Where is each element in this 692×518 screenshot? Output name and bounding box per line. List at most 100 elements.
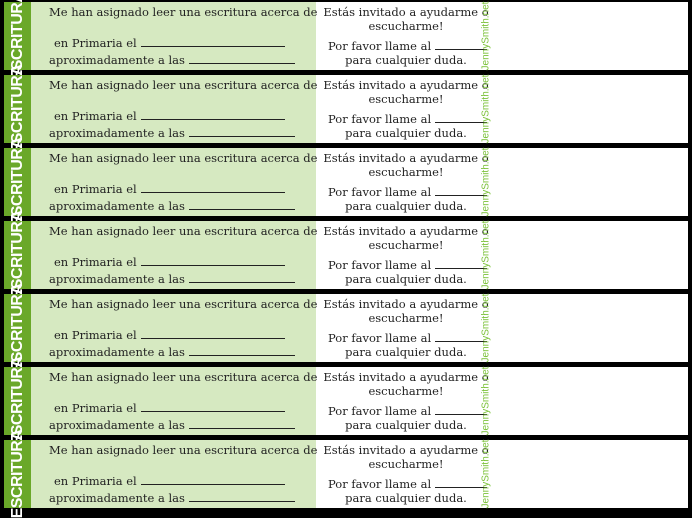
time-label: aproximadamente a las xyxy=(49,345,185,359)
time-label: aproximadamente a las xyxy=(49,199,185,213)
time-line: aproximadamente a las xyxy=(49,52,295,67)
time-blank xyxy=(188,344,295,356)
time-label: aproximadamente a las xyxy=(49,126,185,140)
date-label: en Primaria el xyxy=(54,474,137,488)
time-line: aproximadamente a las xyxy=(49,271,295,286)
invitation-line: Estás invitado a ayudarme o xyxy=(323,297,489,311)
assignment-panel: Me han asignado leer una escritura acerc… xyxy=(31,440,317,508)
time-line: aproximadamente a las xyxy=(49,344,295,359)
date-label: en Primaria el xyxy=(54,401,137,415)
date-blank xyxy=(140,108,285,120)
assignment-line: Me han asignado leer una escritura acerc… xyxy=(49,370,318,384)
bookmark-strip: ESCRITURA Me han asignado leer una escrit… xyxy=(4,138,688,226)
questions-line: para cualquier duda. xyxy=(345,491,467,505)
site-watermark: JennySmith.net xyxy=(480,439,492,509)
date-line: en Primaria el xyxy=(54,35,285,50)
date-blank xyxy=(140,35,285,47)
date-blank xyxy=(140,473,285,485)
time-label: aproximadamente a las xyxy=(49,272,185,286)
invitation-line: Estás invitado a ayudarme o xyxy=(323,5,489,19)
time-label: aproximadamente a las xyxy=(49,491,185,505)
site-watermark: JennySmith.net xyxy=(480,74,492,144)
site-watermark: JennySmith.net xyxy=(480,1,492,71)
phone-blank xyxy=(435,184,488,196)
phone-label: Por favor llame al xyxy=(328,112,432,126)
date-blank xyxy=(140,327,285,339)
bookmark-strip: ESCRITURA Me han asignado leer una escrit… xyxy=(4,211,688,299)
phone-line: Por favor llame al xyxy=(316,476,508,491)
questions-line: para cualquier duda. xyxy=(345,418,467,432)
assignment-panel: Me han asignado leer una escritura acerc… xyxy=(31,148,318,216)
invitation-line-2: escucharme! xyxy=(368,165,444,179)
tab-label: ESCRITURA xyxy=(4,211,31,299)
assignment-line: Me han asignado leer una escritura acerc… xyxy=(49,224,318,238)
time-blank xyxy=(188,198,295,210)
phone-blank xyxy=(435,38,488,50)
site-watermark: JennySmith.net xyxy=(480,220,492,290)
date-label: en Primaria el xyxy=(54,36,137,50)
site-watermark: JennySmith.net xyxy=(480,147,492,217)
time-label: aproximadamente a las xyxy=(49,53,185,67)
date-label: en Primaria el xyxy=(54,328,137,342)
assignment-line: Me han asignado leer una escritura acerc… xyxy=(49,78,318,92)
questions-line: para cualquier duda. xyxy=(345,345,467,359)
time-line: aproximadamente a las xyxy=(49,417,295,432)
date-line: en Primaria el xyxy=(54,473,285,488)
date-line: en Primaria el xyxy=(54,327,285,342)
time-blank xyxy=(188,490,295,502)
invitation-line-2: escucharme! xyxy=(368,19,444,33)
date-label: en Primaria el xyxy=(54,255,137,269)
date-line: en Primaria el xyxy=(54,400,285,415)
bookmark-strip: ESCRITURA Me han asignado leer una escrit… xyxy=(4,65,688,153)
phone-label: Por favor llame al xyxy=(328,39,432,53)
tab-text: ESCRITURA xyxy=(8,429,26,518)
invitation-line: Estás invitado a ayudarme o xyxy=(323,224,489,238)
questions-line: para cualquier duda. xyxy=(345,126,467,140)
time-label: aproximadamente a las xyxy=(49,418,185,432)
invitation-line-2: escucharme! xyxy=(368,92,444,106)
time-blank xyxy=(188,52,295,64)
site-watermark: JennySmith.net xyxy=(480,366,492,436)
tab-label: ESCRITURA xyxy=(4,0,31,80)
invitation-line: Estás invitado a ayudarme o xyxy=(323,151,489,165)
invitation-line-2: escucharme! xyxy=(368,457,444,471)
questions-line: para cualquier duda. xyxy=(345,199,467,213)
time-blank xyxy=(188,125,295,137)
phone-line: Por favor llame al xyxy=(316,184,508,199)
date-blank xyxy=(140,254,285,266)
tab-label: ESCRITURA xyxy=(4,65,31,153)
tab-label: ESCRITURA xyxy=(4,138,31,226)
time-line: aproximadamente a las xyxy=(49,198,295,213)
phone-blank xyxy=(435,476,488,488)
questions-line: para cualquier duda. xyxy=(345,53,467,67)
invitation-line: Estás invitado a ayudarme o xyxy=(323,78,489,92)
assignment-line: Me han asignado leer una escritura acerc… xyxy=(49,297,318,311)
date-line: en Primaria el xyxy=(54,108,285,123)
invitation-line: Estás invitado a ayudarme o xyxy=(323,370,489,384)
time-blank xyxy=(188,417,295,429)
phone-line: Por favor llame al xyxy=(316,330,508,345)
invitation-line-2: escucharme! xyxy=(368,311,444,325)
invitation-line-2: escucharme! xyxy=(368,384,444,398)
time-blank xyxy=(188,271,295,283)
phone-label: Por favor llame al xyxy=(328,185,432,199)
tab-label: ESCRITURA xyxy=(4,430,31,518)
date-line: en Primaria el xyxy=(54,181,285,196)
tab-label: ESCRITURA xyxy=(4,357,31,445)
assignment-panel: Me han asignado leer una escritura acerc… xyxy=(31,2,317,70)
site-watermark: JennySmith.net xyxy=(480,293,492,363)
date-label: en Primaria el xyxy=(54,182,137,196)
assignment-line: Me han asignado leer una escritura acerc… xyxy=(49,151,318,165)
invitation-line-2: escucharme! xyxy=(368,238,444,252)
phone-blank xyxy=(435,257,488,269)
date-line: en Primaria el xyxy=(54,254,285,269)
bookmark-strip: ESCRITURA Me han asignado leer una escrit… xyxy=(4,430,688,518)
